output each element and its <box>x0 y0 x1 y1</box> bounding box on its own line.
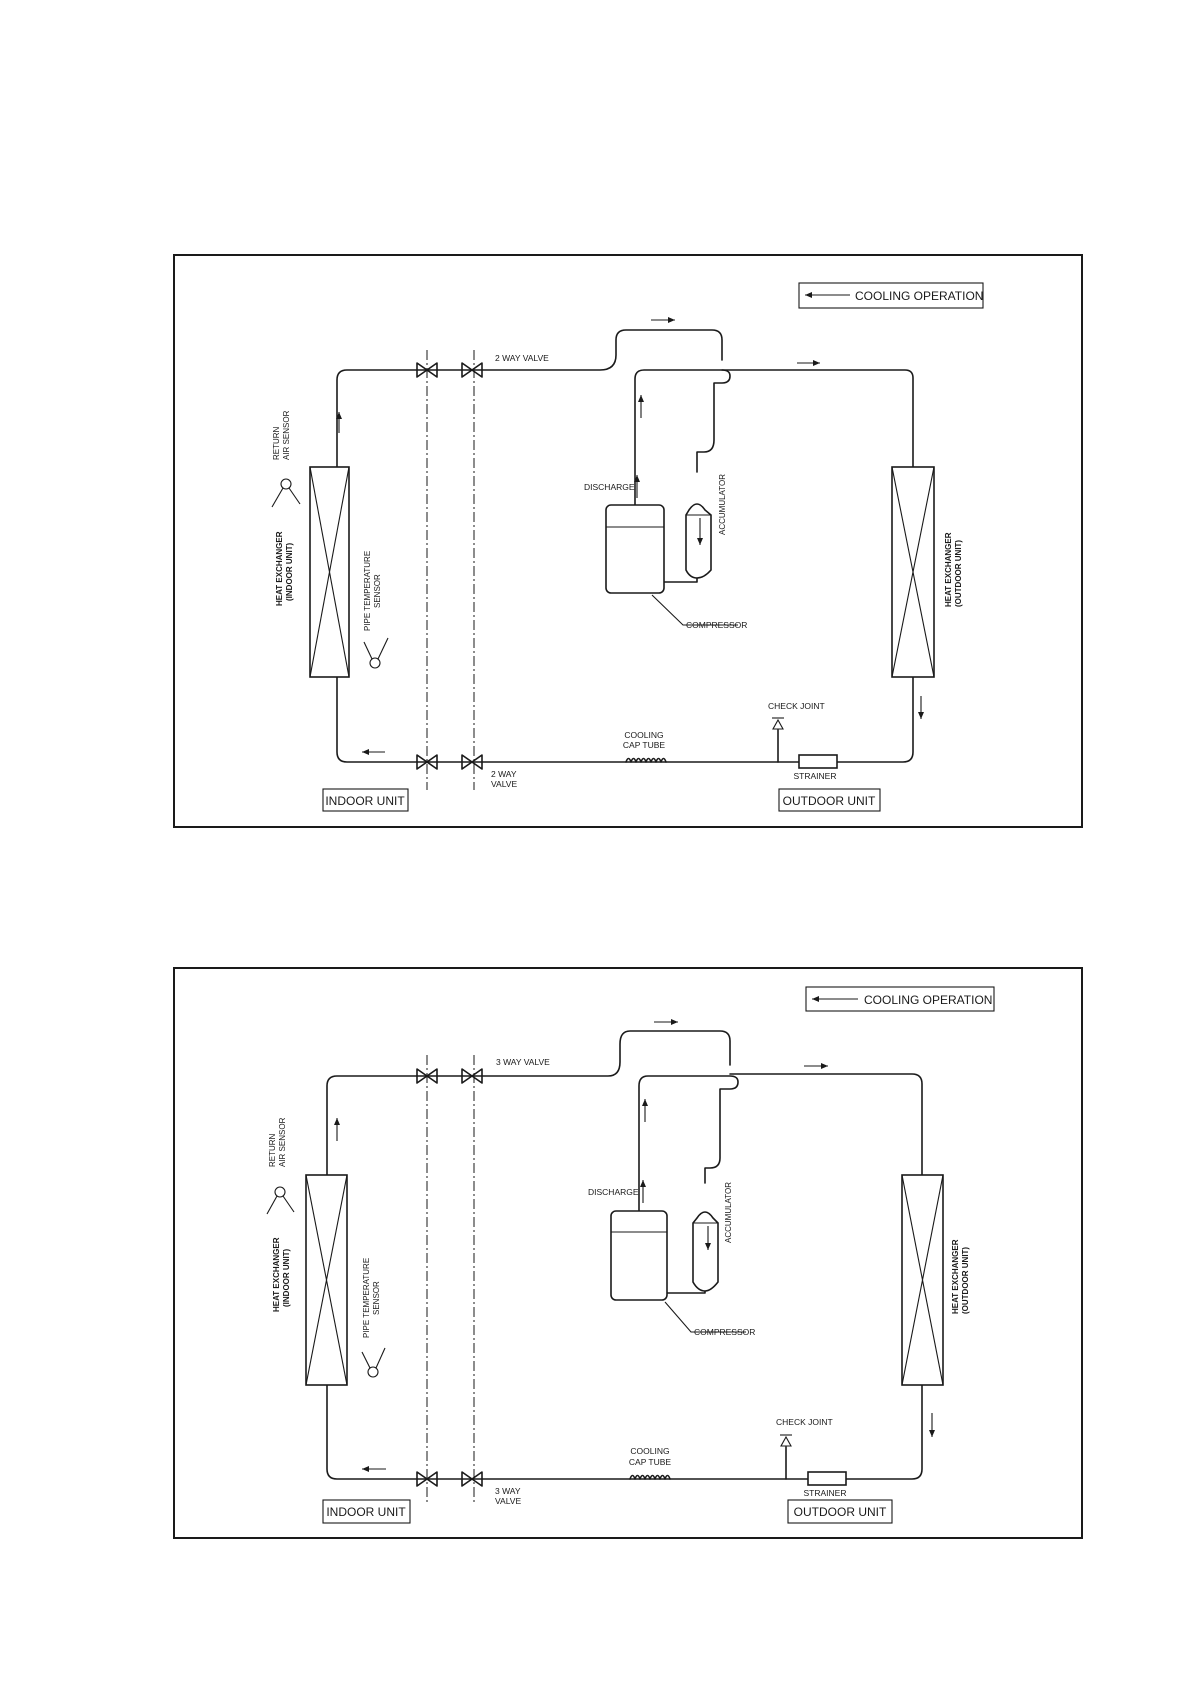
return-sensor-label-line2: AIR SENSOR <box>282 410 291 460</box>
diagram-1-frame <box>173 254 1083 828</box>
outdoor-hx-label-line1: HEAT EXCHANGER <box>951 1239 960 1314</box>
strainer <box>798 754 838 769</box>
pipe-sensor-label-line2: SENSOR <box>372 1281 381 1315</box>
outdoor-unit-box: OUTDOOR UNIT <box>787 1499 893 1524</box>
discharge-pipe <box>638 1075 739 1212</box>
loop-bottom-pipe <box>326 1384 923 1480</box>
compressor-leader-line <box>664 1301 746 1333</box>
accumulator-label: ACCUMULATOR <box>724 1182 733 1243</box>
accumulator-label: ACCUMULATOR <box>718 474 727 535</box>
cap-tube-label-line2: CAP TUBE <box>629 1457 672 1467</box>
compressor <box>605 504 665 594</box>
pipe-sensor-label-line2: SENSOR <box>373 574 382 608</box>
loop-top-left-pipe <box>336 329 723 468</box>
indoor-hx-label-line2: (INDOOR UNIT) <box>285 542 294 601</box>
flow-arrows <box>336 317 924 755</box>
pipe-temperature-sensor-icon <box>363 637 389 669</box>
loop-top-right-pipe <box>721 369 914 468</box>
outdoor-heat-exchanger <box>891 466 935 678</box>
top-valve-label: 2 WAY VALVE <box>495 353 549 363</box>
outdoor-heat-exchanger <box>901 1174 944 1386</box>
indoor-hx-label-line1: HEAT EXCHANGER <box>272 1237 281 1312</box>
discharge-label: DISCHARGE <box>588 1187 639 1197</box>
legend-box: COOLING OPERATION <box>798 282 984 309</box>
pipe-sensor-label-line1: PIPE TEMPERATURE <box>363 551 372 631</box>
outdoor-unit-box: OUTDOOR UNIT <box>778 788 881 812</box>
compressor-label: COMPRESSOR <box>694 1327 755 1337</box>
indoor-heat-exchanger <box>309 466 350 678</box>
pipe-sensor-label-line1: PIPE TEMPERATURE <box>362 1258 371 1338</box>
diagram-2-frame <box>173 967 1083 1539</box>
check-joint-label: CHECK JOINT <box>768 701 825 711</box>
indoor-unit-label: INDOOR UNIT <box>326 1505 406 1519</box>
indoor-hx-label-line1: HEAT EXCHANGER <box>275 531 284 606</box>
indoor-unit-label: INDOOR UNIT <box>325 794 405 808</box>
return-sensor-label-line2: AIR SENSOR <box>278 1117 287 1167</box>
return-sensor-label-line1: RETURN <box>272 426 281 460</box>
indoor-unit-box: INDOOR UNIT <box>322 1499 411 1524</box>
cap-tube-coil <box>629 1474 671 1480</box>
legend-label: COOLING OPERATION <box>855 289 983 303</box>
flow-arrows <box>334 1019 935 1472</box>
legend-label: COOLING OPERATION <box>864 993 992 1007</box>
legend-box: COOLING OPERATION <box>805 986 995 1012</box>
compressor-label: COMPRESSOR <box>686 620 747 630</box>
check-joint-icon <box>772 717 784 730</box>
loop-top-right-pipe <box>729 1073 923 1176</box>
compressor-leader-line <box>651 594 738 626</box>
return-air-sensor-icon <box>271 478 301 508</box>
outdoor-hx-label-line2: (OUTDOOR UNIT) <box>961 1247 970 1314</box>
return-air-sensor-icon <box>266 1186 295 1215</box>
check-joint-icon <box>780 1434 792 1447</box>
pipe-temperature-sensor-icon <box>361 1347 386 1378</box>
return-sensor-label-line1: RETURN <box>268 1133 277 1167</box>
top-valve-label: 3 WAY VALVE <box>496 1057 550 1067</box>
compressor <box>610 1210 668 1301</box>
strainer-label: STRAINER <box>794 771 837 781</box>
cap-tube-label-line1: COOLING <box>630 1446 669 1456</box>
loop-top-left-pipe <box>326 1030 731 1176</box>
diagram-1: COOLING OPERATION <box>173 254 1083 828</box>
bottom-valve-label-line1: 3 WAY <box>495 1486 521 1496</box>
discharge-label: DISCHARGE <box>584 482 635 492</box>
strainer-label: STRAINER <box>804 1488 847 1498</box>
bottom-valve-label-line2: VALVE <box>495 1496 521 1506</box>
outdoor-hx-label-line1: HEAT EXCHANGER <box>944 532 953 607</box>
diagram-2: COOLING OPERATION <box>173 967 1083 1539</box>
indoor-unit-box: INDOOR UNIT <box>322 788 409 812</box>
outdoor-unit-label: OUTDOOR UNIT <box>794 1505 887 1519</box>
cap-tube-label-line1: COOLING <box>624 730 663 740</box>
cap-tube-coil <box>625 757 667 763</box>
outdoor-unit-label: OUTDOOR UNIT <box>783 794 876 808</box>
bottom-valve-label-line1: 2 WAY <box>491 769 517 779</box>
discharge-pipe <box>634 369 731 506</box>
check-joint-label: CHECK JOINT <box>776 1417 833 1427</box>
cap-tube-label-line2: CAP TUBE <box>623 740 666 750</box>
strainer <box>807 1471 847 1486</box>
bottom-valve-label-line2: VALVE <box>491 779 517 789</box>
indoor-heat-exchanger <box>305 1174 348 1386</box>
outdoor-hx-label-line2: (OUTDOOR UNIT) <box>954 540 963 607</box>
loop-bottom-pipe <box>336 676 914 763</box>
accumulator <box>692 1211 719 1292</box>
indoor-hx-label-line2: (INDOOR UNIT) <box>282 1248 291 1307</box>
